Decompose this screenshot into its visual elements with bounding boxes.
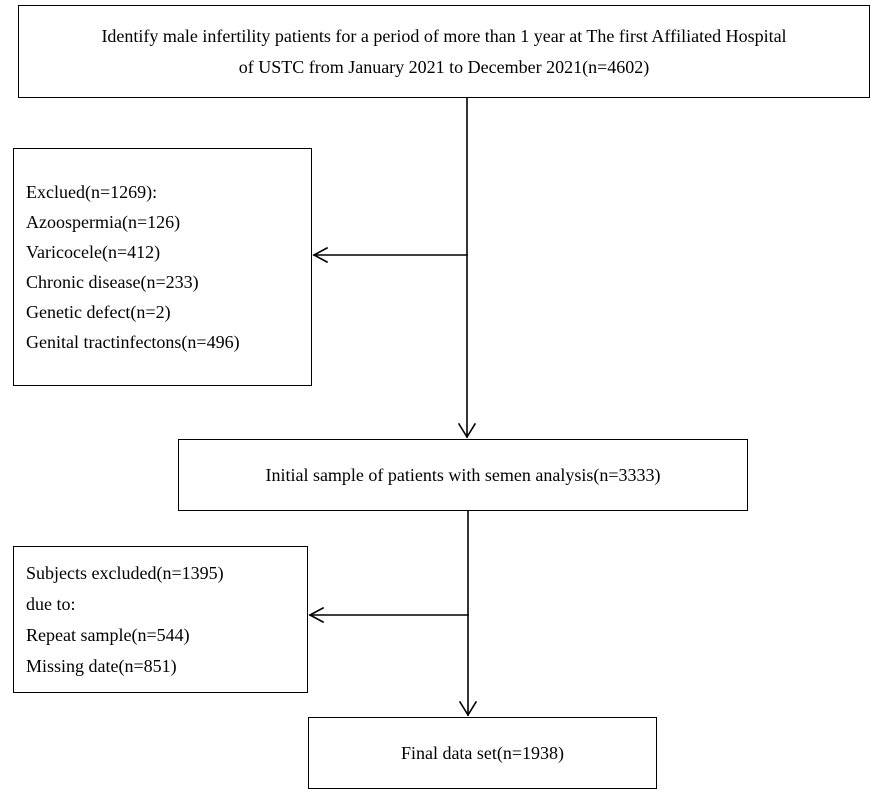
arrowhead-final [458, 700, 478, 717]
final-data-set-label: Final data set(n=1938) [400, 742, 565, 763]
initial-sample-box: Initial sample of patients with semen an… [178, 439, 748, 511]
excluded-varicocele-label: Varicocele(n=412) [26, 242, 161, 262]
excluded-chronic-disease-label: Chronic disease(n=233) [26, 272, 199, 292]
excluded-genetic-defect-label: Genetic defect(n=2) [26, 302, 171, 322]
arrowhead-excluded-criteria [312, 246, 329, 264]
excluded-total-label: Exclued(n=1269): [26, 182, 158, 202]
excluded-azoospermia-label: Azoospermia(n=126) [26, 212, 181, 232]
excluded-genital-infection-label: Genital tractinfectons(n=496) [26, 332, 240, 352]
subjects-excluded-due-to-label: due to: [26, 593, 76, 614]
identify-patients-line-2: of USTC from January 2021 to December 20… [238, 56, 650, 77]
subjects-excluded-repeat-label: Repeat sample(n=544) [26, 624, 190, 645]
identify-patients-box: Identify male infertility patients for a… [18, 5, 870, 98]
excluded-criteria-box: Exclued(n=1269): Azoospermia(n=126) Vari… [13, 148, 312, 386]
arrowhead-subjects-excluded [308, 606, 325, 624]
final-data-set-box: Final data set(n=1938) [308, 717, 657, 789]
arrowhead-initial [457, 422, 477, 439]
subjects-excluded-box: Subjects excluded(n=1395) due to: Repeat… [13, 546, 308, 693]
subjects-excluded-total-label: Subjects excluded(n=1395) [26, 562, 224, 583]
subjects-excluded-missing-label: Missing date(n=851) [26, 655, 177, 676]
identify-patients-line-1: Identify male infertility patients for a… [101, 25, 787, 46]
initial-sample-label: Initial sample of patients with semen an… [265, 464, 661, 485]
